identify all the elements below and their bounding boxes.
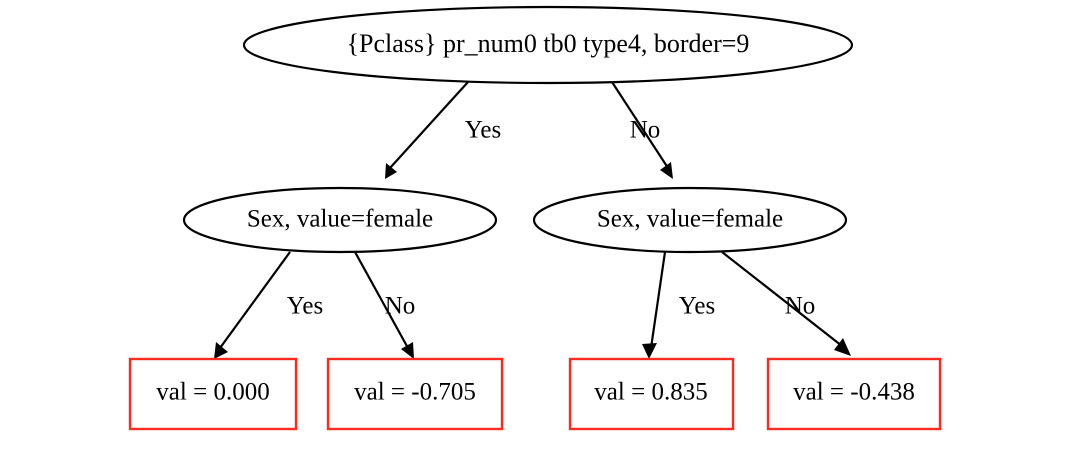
node-root-label: {Pclass} pr_num0 tb0 type4, border=9 xyxy=(347,29,750,58)
node-inner-left-ellipse xyxy=(182,186,498,254)
node-inner-left[interactable]: Sex, value=female xyxy=(182,186,498,254)
leaf-4-box xyxy=(766,357,942,431)
node-root-ellipse xyxy=(242,5,854,85)
edge-left-no-line xyxy=(354,251,409,349)
node-inner-right-ellipse xyxy=(532,186,848,254)
leaf-1-box xyxy=(128,357,298,431)
node-inner-left-label: Sex, value=female xyxy=(247,206,433,233)
edge-root-to-right: No xyxy=(611,81,673,179)
edge-right-to-leaf3: Yes xyxy=(642,251,715,359)
leaf-4-label: val = -0.438 xyxy=(793,379,915,406)
edge-label-root-no: No xyxy=(630,117,661,144)
leaf-node-2[interactable]: val = -0.705 xyxy=(326,357,504,431)
edge-left-no-arrowhead xyxy=(401,342,414,359)
node-inner-right-label: Sex, value=female xyxy=(597,206,783,233)
leaf-node-3[interactable]: val = 0.835 xyxy=(568,357,735,431)
edge-right-no-arrowhead xyxy=(834,338,851,356)
edge-label-left-no: No xyxy=(385,293,416,320)
edge-label-right-no: No xyxy=(785,293,816,320)
edge-label-right-yes: Yes xyxy=(679,293,715,320)
edge-right-yes-arrowhead xyxy=(642,343,657,359)
edge-root-no-arrowhead xyxy=(660,162,673,179)
leaf-2-box xyxy=(326,357,504,431)
edge-root-yes-arrowhead xyxy=(385,163,397,179)
edge-left-yes-line xyxy=(219,251,291,349)
edge-root-to-left: Yes xyxy=(385,81,501,179)
edge-root-no-line xyxy=(611,81,669,169)
leaf-3-label: val = 0.835 xyxy=(594,379,707,406)
leaf-1-label: val = 0.000 xyxy=(156,379,269,406)
edge-right-yes-line xyxy=(649,251,667,349)
edge-left-to-leaf2: No xyxy=(354,251,416,359)
leaf-node-1[interactable]: val = 0.000 xyxy=(128,357,298,431)
edge-label-root-yes: Yes xyxy=(465,117,501,144)
edge-left-yes-arrowhead xyxy=(214,342,228,359)
edge-label-left-yes: Yes xyxy=(287,293,323,320)
node-root[interactable]: {Pclass} pr_num0 tb0 type4, border=9 xyxy=(242,5,854,85)
leaf-node-4[interactable]: val = -0.438 xyxy=(766,357,942,431)
edge-left-to-leaf1: Yes xyxy=(214,251,323,359)
edge-right-to-leaf4: No xyxy=(721,251,851,356)
edge-right-no-line xyxy=(721,251,843,347)
node-inner-right[interactable]: Sex, value=female xyxy=(532,186,848,254)
edge-root-yes-line xyxy=(389,81,469,169)
leaf-2-label: val = -0.705 xyxy=(354,379,476,406)
leaf-3-box xyxy=(568,357,735,431)
